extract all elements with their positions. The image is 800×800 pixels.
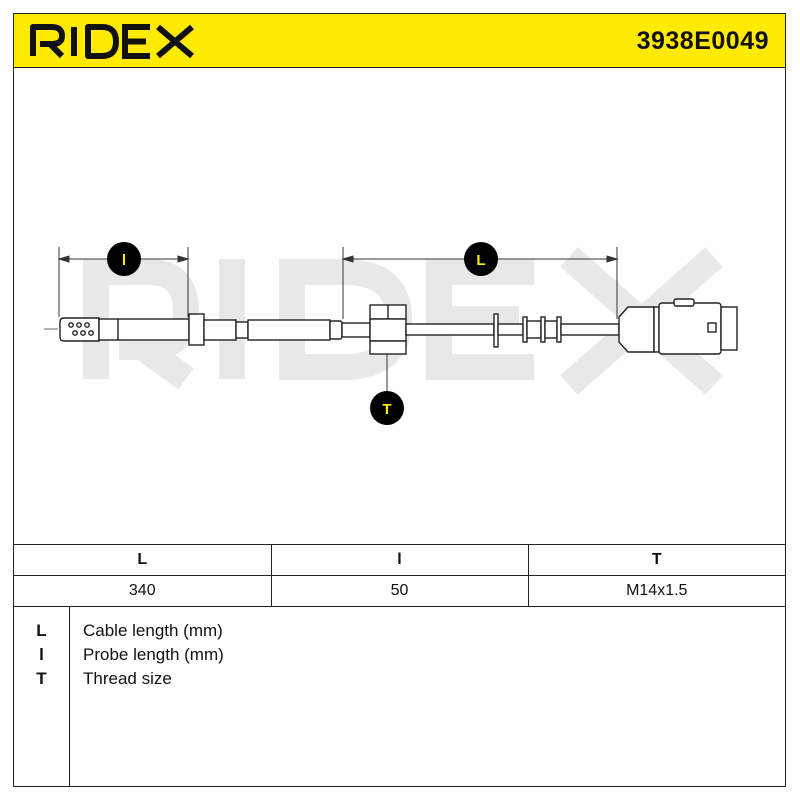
svg-text:T: T: [382, 401, 391, 418]
spec-header-T: T: [527, 544, 785, 576]
spec-value-L: 340: [14, 575, 272, 607]
sensor-body: [59, 298, 738, 355]
spec-value-T: M14x1.5: [527, 575, 785, 607]
datasheet: 3938E0049: [13, 13, 786, 787]
header-bar: 3938E0049: [14, 14, 785, 68]
badge-L: L: [464, 242, 498, 276]
legend-desc-cable-length: Cable length (mm): [83, 621, 223, 640]
legend-desc-probe-length: Probe length (mm): [83, 645, 224, 664]
ridex-logo: [30, 24, 194, 59]
badge-l: l: [107, 242, 141, 276]
legend: L l T Cable length (mm) Probe length (mm…: [14, 607, 785, 786]
spec-header-l: l: [270, 544, 529, 576]
sensor-drawing: l L T: [44, 242, 738, 425]
spec-value-l: 50: [270, 575, 529, 607]
legend-key-l: l: [39, 645, 44, 664]
svg-text:l: l: [122, 252, 126, 269]
legend-key-L: L: [36, 621, 47, 640]
legend-key-T: T: [36, 669, 47, 688]
spec-table-value-row: 340 50 M14x1.5: [14, 575, 785, 607]
spec-table-header-row: L l T: [14, 544, 785, 576]
legend-desc-thread-size: Thread size: [83, 669, 172, 688]
part-number: 3938E0049: [636, 27, 769, 55]
spec-table: L l T 340 50 M14x1.5: [14, 544, 785, 607]
svg-text:L: L: [476, 252, 485, 269]
spec-header-L: L: [14, 544, 272, 576]
legend-keys-column: L l T: [14, 607, 70, 786]
badge-T: T: [370, 391, 404, 425]
